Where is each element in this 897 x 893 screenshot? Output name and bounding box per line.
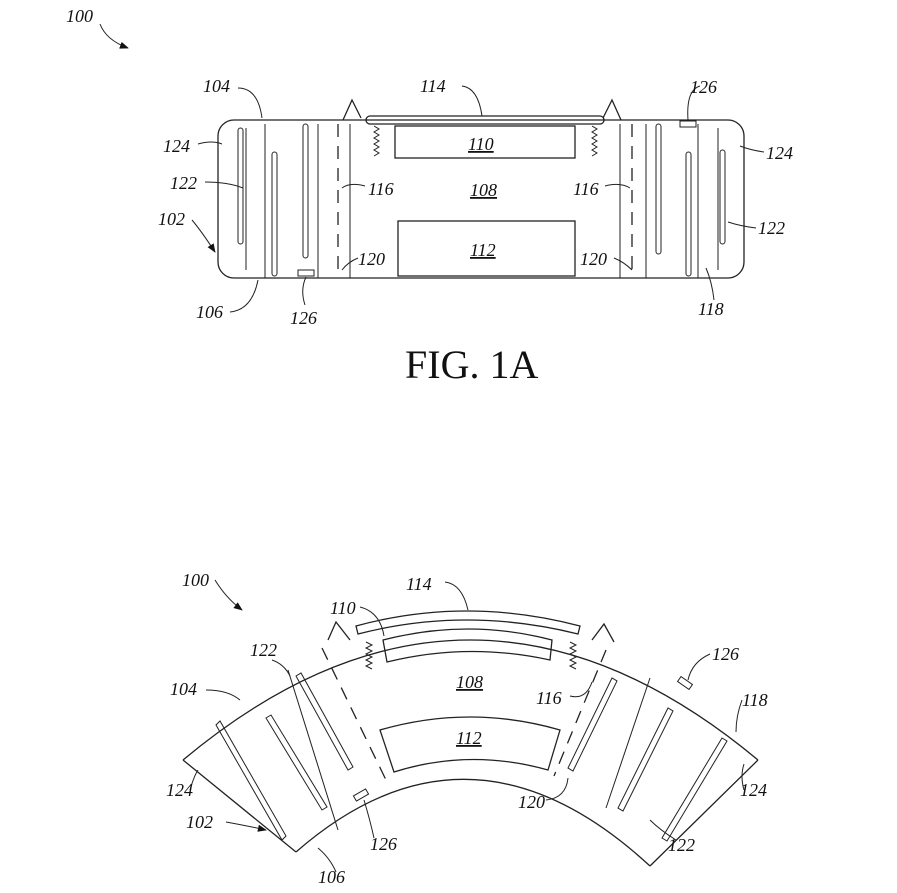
spring-right [591,125,598,157]
label-126-bottom: 126 [290,308,317,328]
figure-1b: 100 114 110 122 104 108 126 118 116 112 … [166,570,768,887]
label-102: 102 [158,209,185,229]
module-112 [397,220,576,277]
label-124-left: 124 [163,136,190,156]
curved-module-112 [379,716,561,773]
slot-right-1 [719,149,726,245]
curved-dashed-left [321,647,387,781]
label-1b-120: 120 [518,792,545,812]
slot-right-3 [655,123,662,255]
cover-114 [365,115,605,125]
label-1b-114: 114 [406,574,432,594]
label-118: 118 [698,299,724,319]
sensor-126-bottom [297,269,315,277]
label-114: 114 [420,76,446,96]
label-116-right: 116 [573,179,599,199]
label-108: 108 [470,180,497,200]
slot-left-2 [271,151,278,277]
label-1b-122-left: 122 [250,640,277,660]
curved-module-110 [382,628,553,663]
label-122-right: 122 [758,218,785,238]
label-120-left: 120 [358,249,385,269]
label-120-right: 120 [580,249,607,269]
label-1b-102: 102 [186,812,213,832]
label-1b-118: 118 [742,690,768,710]
label-1b-116: 116 [536,688,562,708]
figure-1a: 100 104 124 122 102 106 126 114 110 108 … [66,6,793,387]
label-1b-122-right: 122 [668,835,695,855]
label-1b-112: 112 [456,728,482,748]
clip-right [602,98,622,121]
label-124-right: 124 [766,143,793,163]
label-126-top: 126 [690,77,717,97]
label-1b-124-right: 124 [740,780,767,800]
label-1b-104: 104 [170,679,197,699]
label-1b-108: 108 [456,672,483,692]
spring-left [373,125,380,157]
clip-left [342,98,362,121]
label-1b-126-bottom: 126 [370,834,397,854]
label-116-left: 116 [368,179,394,199]
curved-band-inner-arc [295,778,651,867]
label-110: 110 [468,134,494,154]
curved-cover-114 [355,610,581,635]
label-1b-100: 100 [182,570,209,590]
label-122-left: 122 [170,173,197,193]
band-body-outline [217,119,745,279]
label-106: 106 [196,302,223,322]
figure-1a-caption: FIG. 1A [405,342,538,387]
label-112: 112 [470,240,496,260]
slot-left-3 [302,123,309,259]
curved-band-outer-arc [182,639,759,761]
module-110 [394,125,576,159]
label-100: 100 [66,6,93,26]
label-1b-106: 106 [318,867,345,887]
label-104: 104 [203,76,230,96]
label-1b-124-left: 124 [166,780,193,800]
slot-right-2 [685,151,692,277]
sensor-126-top [679,120,697,128]
curved-dashed-right [553,649,607,777]
label-1b-110: 110 [330,598,356,618]
label-1b-126-top: 126 [712,644,739,664]
